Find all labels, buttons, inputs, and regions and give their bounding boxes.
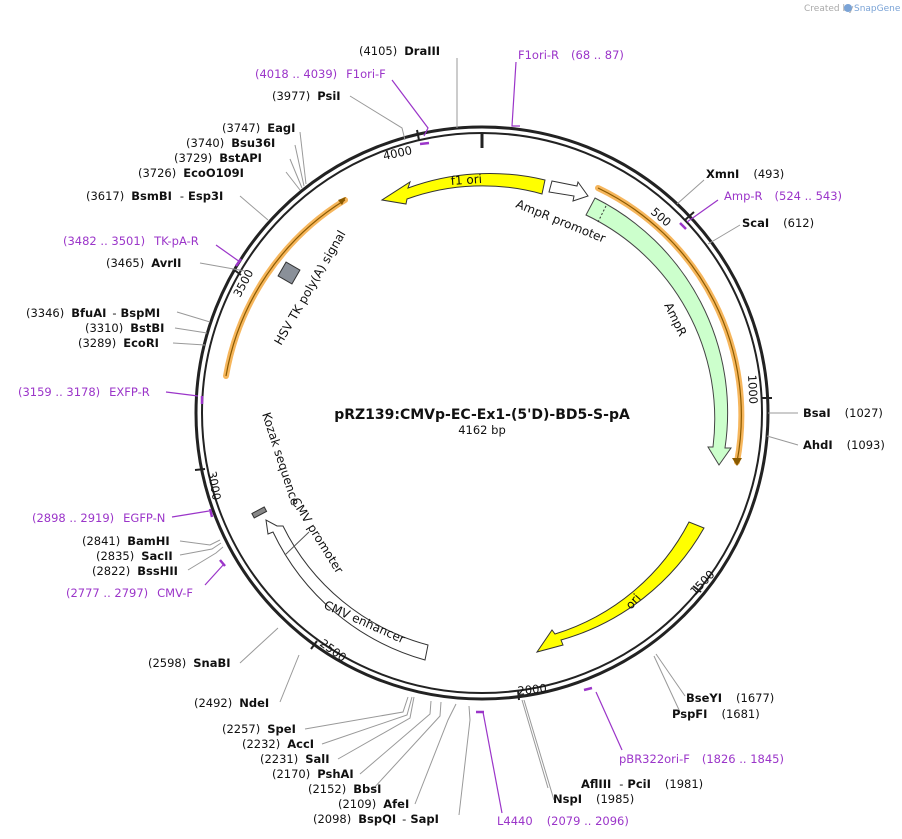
plasmid-size: 4162 bp bbox=[458, 423, 506, 437]
enzyme-ndei: (2492)NdeI bbox=[194, 696, 269, 710]
primer-l4440: L4440(2079 .. 2096) bbox=[497, 814, 629, 828]
enzyme-draiii: (4105)DraIII bbox=[359, 44, 440, 58]
credit-text: Created by bbox=[804, 4, 854, 14]
enzyme-pshai: (2170)PshAI bbox=[272, 767, 354, 781]
primer-amp-r: Amp-R(524 .. 543) bbox=[724, 189, 842, 203]
primer-lines bbox=[165, 61, 719, 814]
enzyme-bbsi: (2152)BbsI bbox=[308, 782, 381, 796]
enzyme-pspfi: PspFI(1681) bbox=[672, 707, 760, 721]
enzyme-bsu36i: (3740)Bsu36I bbox=[186, 136, 275, 150]
hsv-tk-label: HSV TK poly(A) signal bbox=[271, 228, 348, 348]
enzyme-bstbi: (3310)BstBI bbox=[85, 321, 164, 335]
ori-feature bbox=[535, 521, 705, 653]
tick-3000: 3000 bbox=[205, 470, 224, 501]
enzyme-sali: (2231)SalI bbox=[260, 752, 330, 766]
enzyme-bstapi: (3729)BstAPI bbox=[174, 151, 262, 165]
cmv-promoter-leader bbox=[284, 531, 310, 556]
ampr-orf-line bbox=[597, 187, 742, 463]
ampr-promoter-feature bbox=[548, 180, 589, 202]
enzyme-bseyi: BseYI(1677) bbox=[686, 691, 774, 705]
cmv-enhancer-label: CMV enhancer bbox=[322, 598, 407, 646]
primer-exfp-r: (3159 .. 3178)EXFP-R bbox=[18, 385, 150, 399]
enzyme-nspi: NspI(1985) bbox=[553, 792, 634, 806]
enzyme-avrii: (3465)AvrII bbox=[106, 256, 181, 270]
enzyme-ecori: (3289)EcoRI bbox=[78, 336, 159, 350]
primer-tk-pa-r: (3482 .. 3501)TK-pA-R bbox=[63, 234, 199, 248]
f1-ori-label: f1 ori bbox=[450, 172, 482, 188]
primer-f1ori-r: F1ori-R(68 .. 87) bbox=[518, 48, 624, 62]
credit-brand: SnapGene bbox=[854, 4, 901, 14]
enzyme-bfuai: (3346)BfuAI-BspMI bbox=[26, 306, 160, 320]
enzyme-bsmbi: (3617)BsmBI-Esp3I bbox=[86, 189, 223, 203]
tick-2500: 2500 bbox=[317, 636, 349, 665]
tick-2000: 2000 bbox=[517, 681, 548, 698]
enzyme-eagi: (3747)EagI bbox=[222, 121, 295, 135]
primer-egfp-n: (2898 .. 2919)EGFP-N bbox=[32, 511, 165, 525]
enzyme-ecoo109i: (3726)EcoO109I bbox=[138, 166, 244, 180]
f1-ori-feature bbox=[380, 173, 546, 205]
hsv-tk-feature bbox=[277, 261, 301, 285]
enzyme-spei: (2257)SpeI bbox=[222, 722, 296, 736]
hsv-orf-arrowhead bbox=[338, 197, 346, 205]
enzyme-afliii: AflIII-PciI(1981) bbox=[581, 777, 703, 791]
cmv-enhancer-feature bbox=[265, 519, 429, 661]
leader-lines bbox=[172, 58, 799, 816]
enzyme-afei: (2109)AfeI bbox=[338, 797, 409, 811]
enzyme-bamhi: (2841)BamHI bbox=[82, 534, 170, 548]
enzyme-bsshii: (2822)BssHII bbox=[92, 564, 178, 578]
tick-1000: 1000 bbox=[745, 374, 761, 404]
enzyme-psii: (3977)PsiI bbox=[272, 89, 341, 103]
hsv-orf-line bbox=[225, 199, 346, 377]
enzyme-snabi: (2598)SnaBI bbox=[148, 656, 231, 670]
primer-cmv-f: (2777 .. 2797)CMV-F bbox=[66, 586, 193, 600]
enzyme-acci: (2232)AccI bbox=[242, 737, 314, 751]
ampr-feature bbox=[585, 197, 732, 466]
enzyme-bspqi: (2098)BspQI-SapI bbox=[313, 812, 439, 826]
ampr-orf-arrowhead bbox=[732, 458, 742, 466]
kozak-feature bbox=[251, 506, 268, 519]
snapgene-logo-icon bbox=[844, 4, 852, 12]
primer-pbr322ori-f: pBR322ori-F(1826 .. 1845) bbox=[619, 752, 784, 766]
enzyme-scai: ScaI(612) bbox=[742, 216, 814, 230]
primer-marks bbox=[200, 141, 687, 714]
tick-marks bbox=[194, 129, 772, 701]
tick-4000: 4000 bbox=[382, 143, 414, 163]
enzyme-sacii: (2835)SacII bbox=[96, 549, 173, 563]
enzyme-ahdi: AhdI(1093) bbox=[803, 438, 885, 452]
plasmid-title: pRZ139:CMVp-EC-Ex1-(5'D)-BD5-S-pA bbox=[334, 407, 630, 423]
enzyme-xmni: XmnI(493) bbox=[706, 167, 784, 181]
enzyme-bsai: BsaI(1027) bbox=[803, 406, 883, 420]
ampr-promoter-overlap bbox=[597, 205, 607, 223]
primer-f1ori-f: (4018 .. 4039)F1ori-F bbox=[255, 67, 386, 81]
kozak-label: Kozak sequence bbox=[259, 411, 302, 507]
